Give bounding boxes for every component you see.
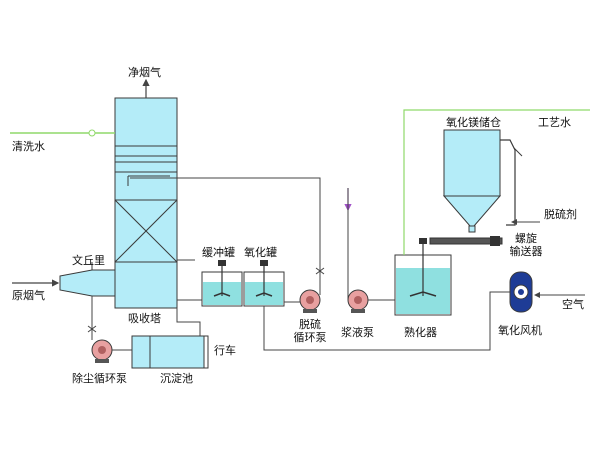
wash-water-valve <box>88 129 96 137</box>
label-wash-water: 清洗水 <box>12 140 45 153</box>
venturi-scrubber <box>59 262 116 297</box>
label-dust-pump: 除尘循环泵 <box>72 372 127 385</box>
settling-tank <box>131 335 209 369</box>
label-raw-flue-gas: 原烟气 <box>12 289 45 302</box>
label-screw-conveyor-line1: 螺旋 <box>515 232 537 245</box>
process-water-line <box>403 109 590 255</box>
label-curing-tank: 熟化器 <box>404 326 437 339</box>
screw-conveyor <box>429 236 503 246</box>
label-air: 空气 <box>562 298 584 311</box>
oxidation-air-line <box>263 291 510 351</box>
bucket-elevator <box>500 139 516 226</box>
packing-cross-b <box>114 199 178 263</box>
label-process-water: 工艺水 <box>538 116 571 129</box>
label-desulfurization-pump-line2: 循环泵 <box>293 331 327 344</box>
label-venturi: 文丘里 <box>72 254 105 267</box>
label-absorber-tower: 吸收塔 <box>128 312 161 325</box>
buffer-tank <box>201 260 243 307</box>
label-desulfurization-pump-line1: 脱硫 <box>299 318 321 331</box>
label-screw-conveyor: 螺旋 输送器 <box>508 232 544 258</box>
desulfurization-pump <box>299 289 321 313</box>
tower-top-section <box>114 97 178 147</box>
label-clean-flue-gas: 净烟气 <box>128 66 161 79</box>
absorber-tower <box>114 97 178 309</box>
label-desulfurizer: 脱硫剂 <box>544 208 577 221</box>
oxidation-tank <box>243 260 285 307</box>
slurry-pump <box>347 289 369 313</box>
label-oxidation-fan: 氧化风机 <box>498 324 542 337</box>
label-mgo-silo: 氧化镁储仓 <box>446 116 501 129</box>
mgo-silo <box>442 129 502 233</box>
dust-pump <box>91 339 113 363</box>
label-settling-tank: 沉淀池 <box>160 372 193 385</box>
oxidation-fan <box>509 271 533 313</box>
curing-tank <box>394 238 452 316</box>
tower-body <box>114 155 178 309</box>
label-buffer-tank: 缓冲罐 <box>202 246 235 259</box>
label-oxidation-tank: 氧化罐 <box>244 246 277 259</box>
label-crane: 行车 <box>214 344 236 357</box>
label-desulfurization-pump: 脱硫 循环泵 <box>292 318 328 344</box>
recirc-line-top <box>130 177 321 295</box>
label-screw-conveyor-line2: 输送器 <box>509 245 543 258</box>
tower-cone <box>114 145 178 157</box>
label-slurry-pump: 浆液泵 <box>341 326 374 339</box>
